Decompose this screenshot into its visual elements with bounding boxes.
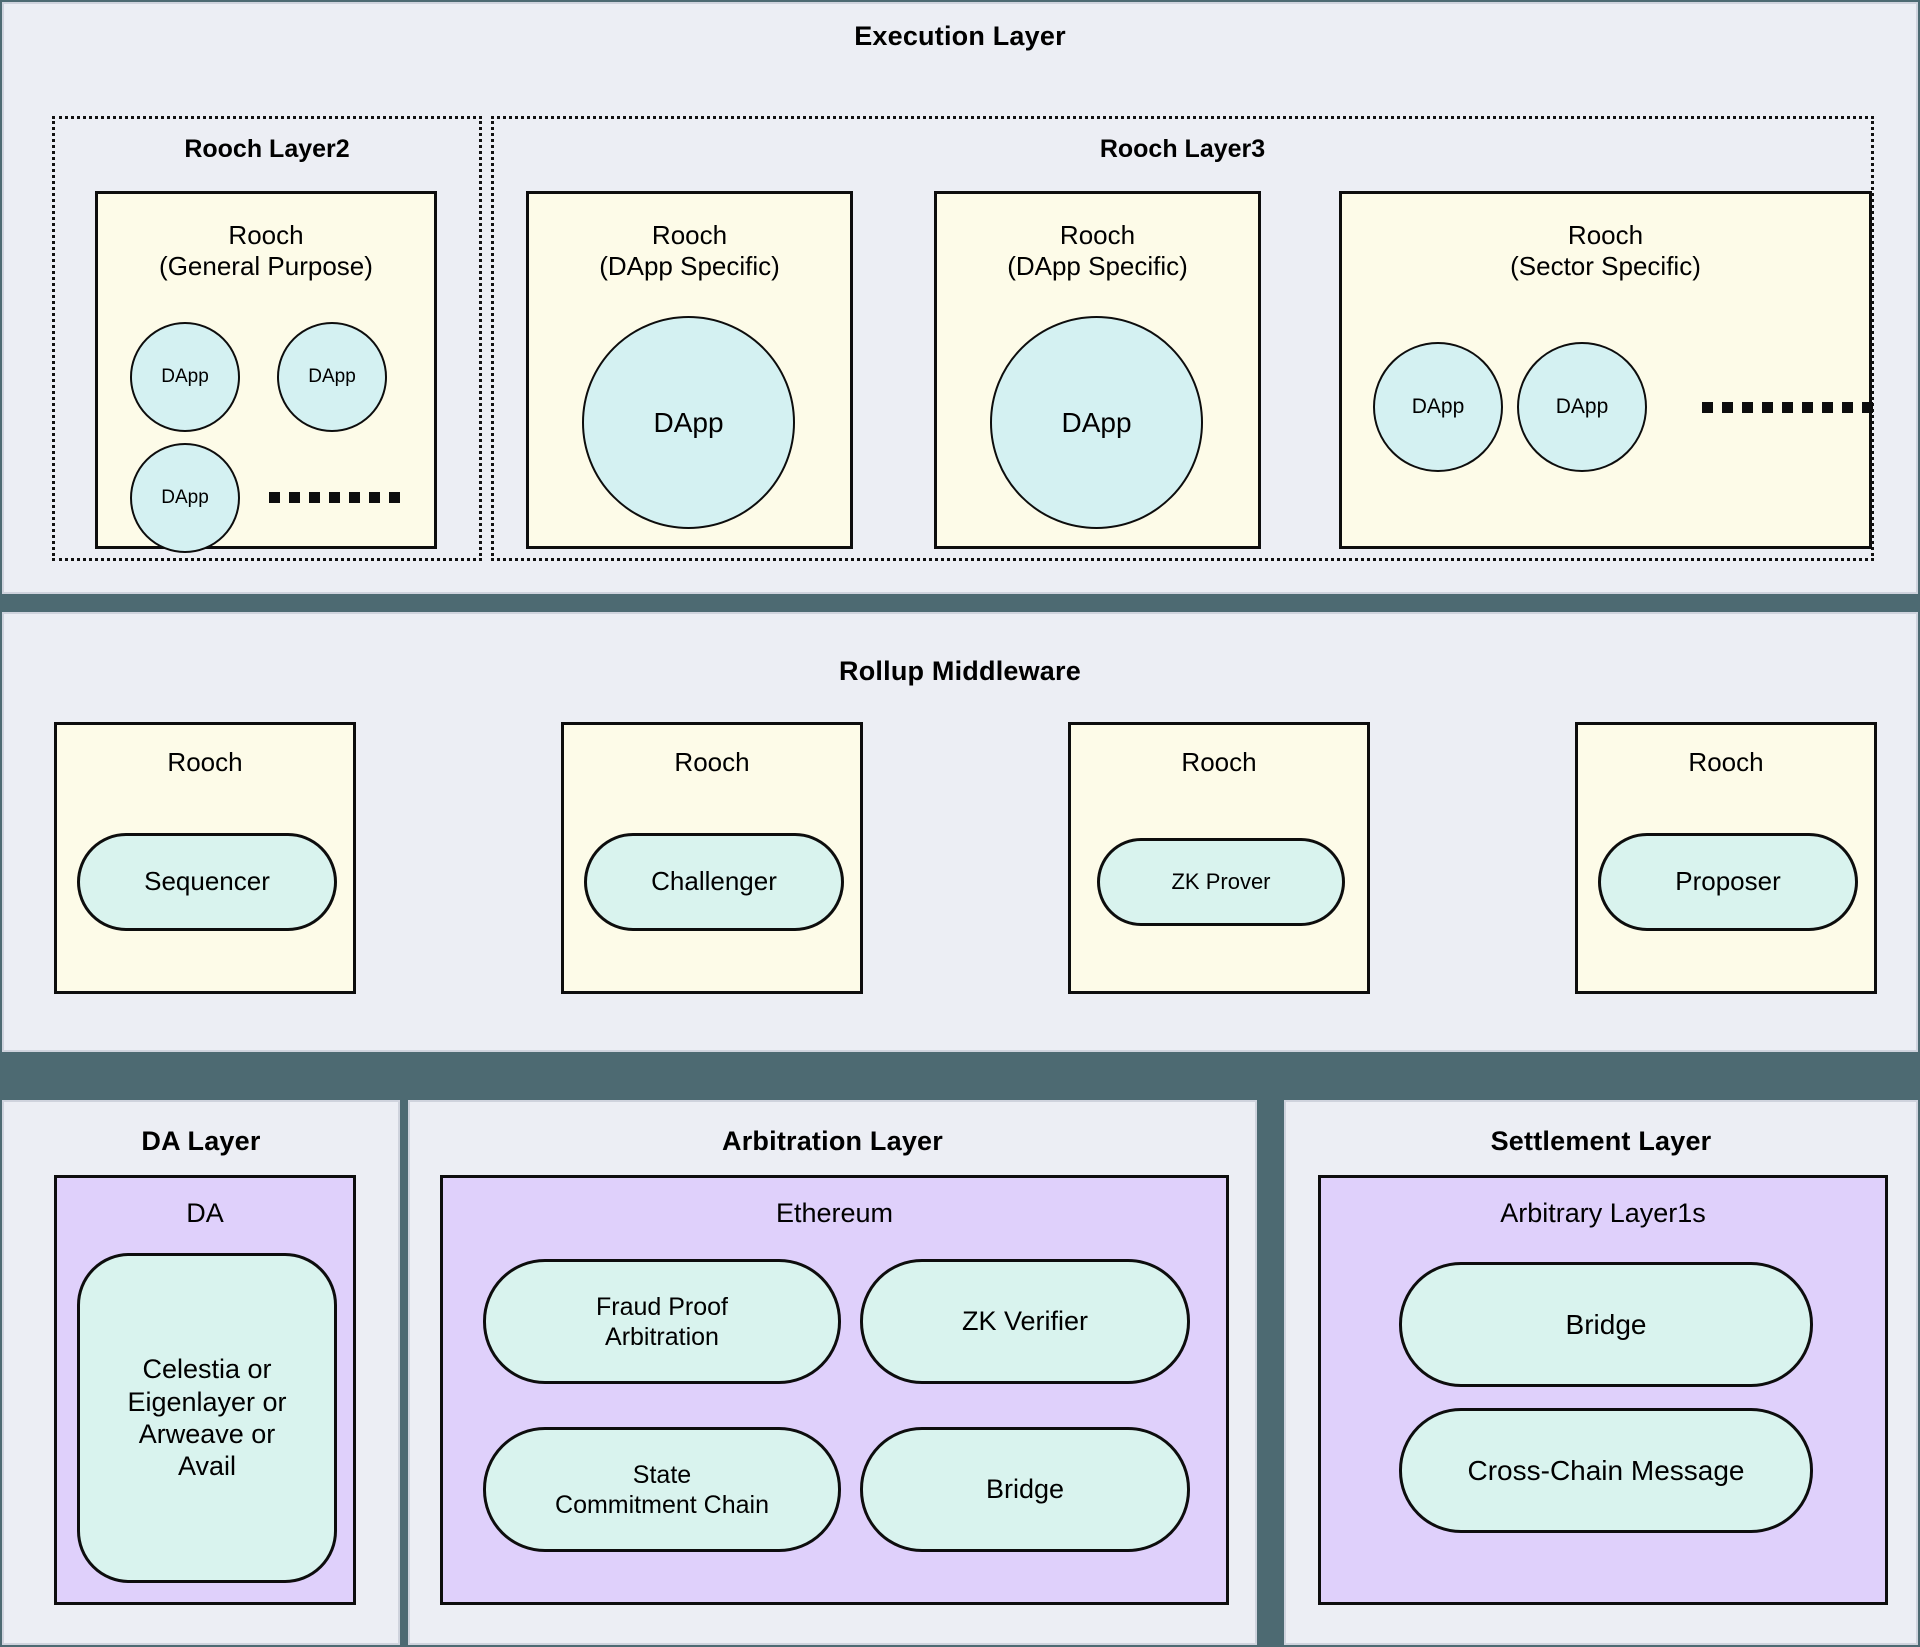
cross-chain-message-pill-label: Cross-Chain Message (1467, 1454, 1745, 1486)
rooch-sector-specific-label: Rooch (Sector Specific) (1510, 220, 1701, 281)
rooch-layer3-group: Rooch Layer3 Rooch (DApp Specific) DApp … (491, 116, 1874, 561)
fraud-proof-arbitration-pill-label: Fraud Proof Arbitration (595, 1292, 728, 1351)
state-commitment-chain-pill[interactable]: State Commitment Chain (483, 1427, 841, 1552)
ellipsis-dots (1702, 402, 1873, 413)
dapp-circle[interactable]: DApp (1517, 342, 1647, 472)
dapp-circle[interactable]: DApp (130, 322, 240, 432)
proposer-pill-label: Proposer (1675, 866, 1781, 897)
dapp-circle[interactable]: DApp (990, 316, 1203, 529)
settlement-bridge-pill[interactable]: Bridge (1399, 1262, 1813, 1387)
execution-layer-panel: Execution Layer Rooch Layer2 Rooch (Gene… (2, 2, 1918, 594)
bridge-pill-label: Bridge (985, 1474, 1065, 1505)
rooch-proposer-box: Rooch Proposer (1575, 722, 1877, 994)
rooch-layer2-group: Rooch Layer2 Rooch (General Purpose) DAp… (52, 116, 482, 561)
rollup-middleware-panel: Rollup Middleware Rooch Sequencer Rooch … (2, 612, 1918, 1052)
da-providers-pill-label: Celestia or Eigenlayer or Arweave or Ava… (127, 1354, 287, 1482)
settlement-bridge-pill-label: Bridge (1565, 1308, 1647, 1340)
dapp-circle-label: DApp (1411, 395, 1465, 418)
dapp-circle[interactable]: DApp (277, 322, 387, 432)
rooch-zk-prover-box-label: Rooch (1181, 747, 1257, 777)
rooch-proposer-box-label: Rooch (1688, 747, 1764, 777)
rooch-layer2-title: Rooch Layer2 (184, 135, 350, 163)
rooch-challenger-box: Rooch Challenger (561, 722, 863, 994)
sequencer-pill[interactable]: Sequencer (77, 833, 337, 931)
arbitration-layer-title: Arbitration Layer (722, 1126, 943, 1156)
da-inner-box: DA Celestia or Eigenlayer or Arweave or … (54, 1175, 356, 1605)
zk-verifier-pill-label: ZK Verifier (961, 1306, 1089, 1337)
state-commitment-chain-pill-label: State Commitment Chain (555, 1460, 769, 1519)
dapp-circle-label: DApp (161, 487, 209, 508)
sequencer-pill-label: Sequencer (144, 866, 270, 897)
zk-prover-pill-label: ZK Prover (1171, 868, 1271, 894)
rooch-general-purpose-box: Rooch (General Purpose) DApp DApp DApp (95, 191, 437, 553)
da-providers-pill[interactable]: Celestia or Eigenlayer or Arweave or Ava… (77, 1253, 337, 1583)
rooch-challenger-box-label: Rooch (674, 747, 750, 777)
arbitrary-layer1s-inner-label: Arbitrary Layer1s (1500, 1198, 1706, 1228)
ellipsis-dots (269, 492, 400, 503)
dapp-circle-label: DApp (653, 406, 724, 438)
rooch-zk-prover-box: Rooch ZK Prover (1068, 722, 1370, 994)
dapp-circle-label: DApp (1061, 406, 1132, 438)
arbitration-layer-panel: Arbitration Layer Ethereum Fraud Proof A… (408, 1100, 1257, 1645)
execution-layer-title: Execution Layer (854, 21, 1066, 51)
fraud-proof-arbitration-pill[interactable]: Fraud Proof Arbitration (483, 1259, 841, 1384)
settlement-layer-title: Settlement Layer (1490, 1126, 1712, 1156)
settlement-layer-panel: Settlement Layer Arbitrary Layer1s Bridg… (1284, 1100, 1918, 1645)
bridge-pill[interactable]: Bridge (860, 1427, 1190, 1552)
da-layer-panel: DA Layer DA Celestia or Eigenlayer or Ar… (2, 1100, 400, 1645)
rollup-middleware-title: Rollup Middleware (839, 656, 1081, 686)
challenger-pill[interactable]: Challenger (584, 833, 844, 931)
zk-verifier-pill[interactable]: ZK Verifier (860, 1259, 1190, 1384)
rooch-dapp-specific-label-1: Rooch (DApp Specific) (599, 220, 780, 281)
dapp-circle[interactable]: DApp (130, 443, 240, 553)
dapp-circle[interactable]: DApp (582, 316, 795, 529)
rooch-layer3-title: Rooch Layer3 (1099, 135, 1266, 163)
challenger-pill-label: Challenger (651, 866, 777, 897)
zk-prover-pill[interactable]: ZK Prover (1097, 838, 1345, 926)
arbitrary-layer1s-inner-box: Arbitrary Layer1s Bridge Cross-Chain Mes… (1318, 1175, 1888, 1605)
dapp-circle-label: DApp (308, 366, 356, 387)
rooch-dapp-specific-box-1: Rooch (DApp Specific) DApp (526, 191, 853, 549)
rooch-sequencer-box-label: Rooch (167, 747, 243, 777)
rooch-general-purpose-label: Rooch (General Purpose) (159, 220, 373, 281)
rooch-dapp-specific-label-2: Rooch (DApp Specific) (1007, 220, 1188, 281)
ethereum-inner-label: Ethereum (775, 1198, 894, 1228)
ethereum-inner-box: Ethereum Fraud Proof Arbitration ZK Veri… (440, 1175, 1229, 1605)
rooch-dapp-specific-box-2: Rooch (DApp Specific) DApp (934, 191, 1261, 549)
dapp-circle[interactable]: DApp (1373, 342, 1503, 472)
dapp-circle-label: DApp (161, 366, 209, 387)
rooch-sequencer-box: Rooch Sequencer (54, 722, 356, 994)
proposer-pill[interactable]: Proposer (1598, 833, 1858, 931)
cross-chain-message-pill[interactable]: Cross-Chain Message (1399, 1408, 1813, 1533)
da-layer-title: DA Layer (141, 1126, 261, 1156)
rooch-sector-specific-box: Rooch (Sector Specific) DApp DApp (1339, 191, 1873, 549)
da-inner-label: DA (186, 1198, 224, 1228)
dapp-circle-label: DApp (1555, 395, 1609, 418)
